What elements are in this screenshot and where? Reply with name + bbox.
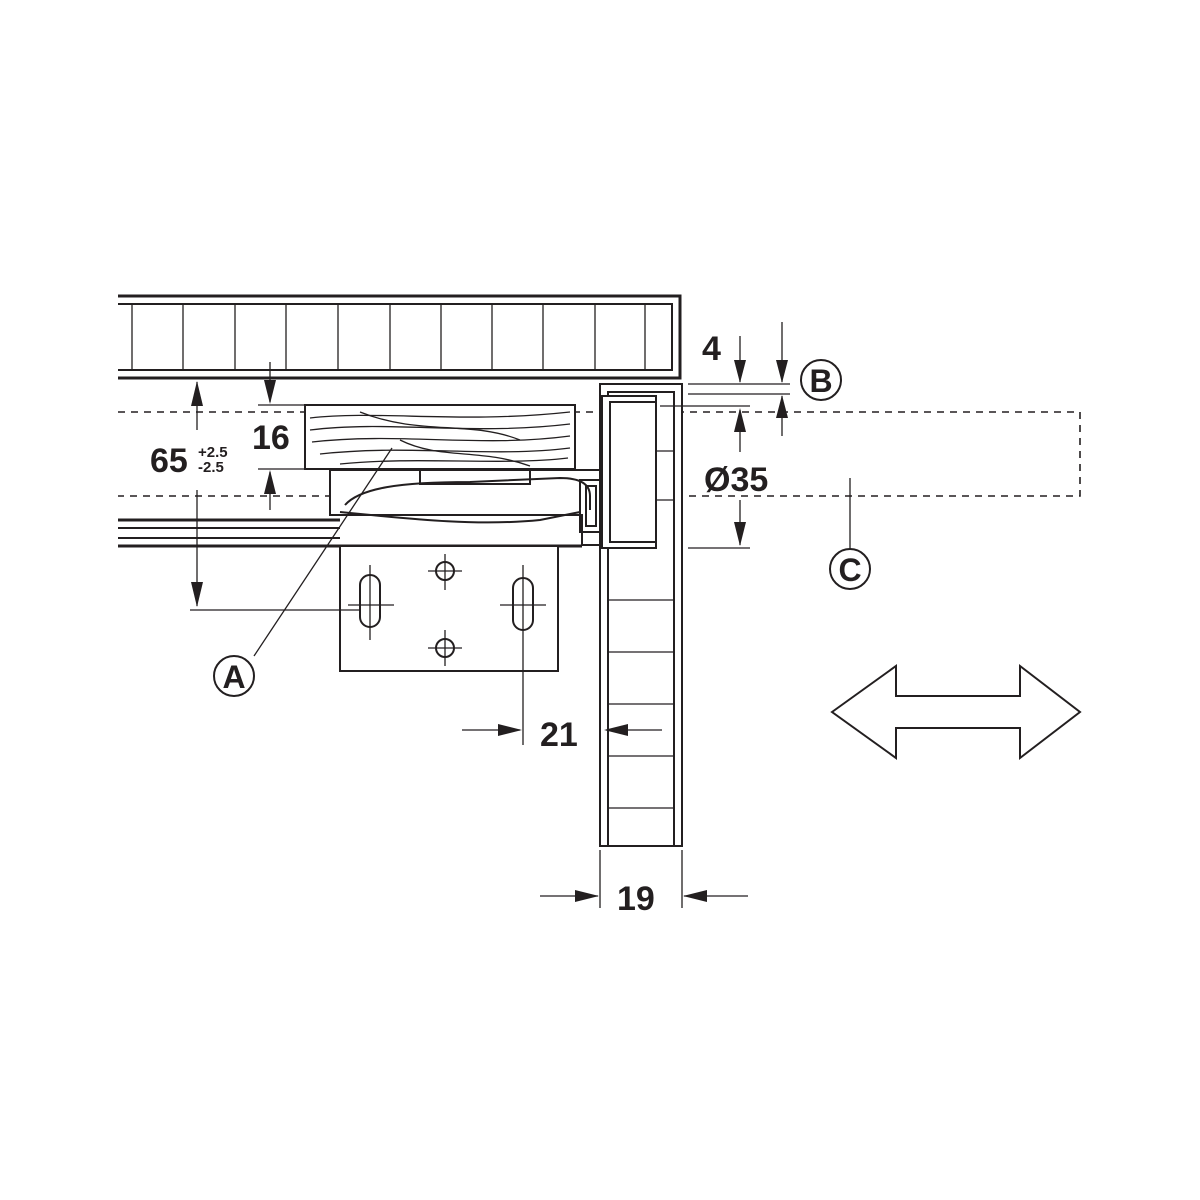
- door-panel: [599, 383, 683, 847]
- dimension-distance-21: 21: [462, 640, 662, 754]
- top-panel: [118, 294, 682, 380]
- screw-hole-top: [428, 554, 462, 590]
- height-tol-minus-label: -2.5: [198, 459, 224, 476]
- bore-distance-label: 21: [540, 716, 578, 754]
- wood-block: [304, 404, 576, 470]
- dimension-thickness-16: 16: [252, 362, 305, 510]
- screw-hole-bottom: [428, 630, 462, 666]
- callout-c-label: C: [838, 552, 861, 588]
- hinge-arm: [329, 469, 603, 546]
- callout-b: B: [800, 359, 842, 401]
- height-tol-plus-label: +2.5: [198, 444, 228, 461]
- callout-a-label: A: [222, 659, 245, 695]
- dimension-door-19: 19: [540, 850, 748, 918]
- offset-top-label: 4: [702, 330, 721, 368]
- dimension-height-65: 65 +2.5 -2.5: [150, 377, 360, 611]
- mounting-plate: [339, 545, 559, 672]
- bore-diameter-label: Ø35: [704, 461, 768, 499]
- callout-b-label: B: [809, 363, 832, 399]
- callout-a: A: [213, 447, 393, 697]
- double-arrow-icon: [830, 663, 1082, 761]
- side-panel: [118, 518, 582, 548]
- height-total-label: 65: [150, 442, 188, 480]
- panel-thickness-label: 16: [252, 419, 290, 457]
- callout-c: C: [829, 478, 871, 590]
- slot-left: [348, 565, 394, 640]
- dimension-offset-4: 4: [688, 322, 790, 436]
- door-thickness-label: 19: [617, 880, 655, 918]
- dimension-bore-35: Ø35: [660, 405, 768, 549]
- slot-right: [500, 565, 546, 640]
